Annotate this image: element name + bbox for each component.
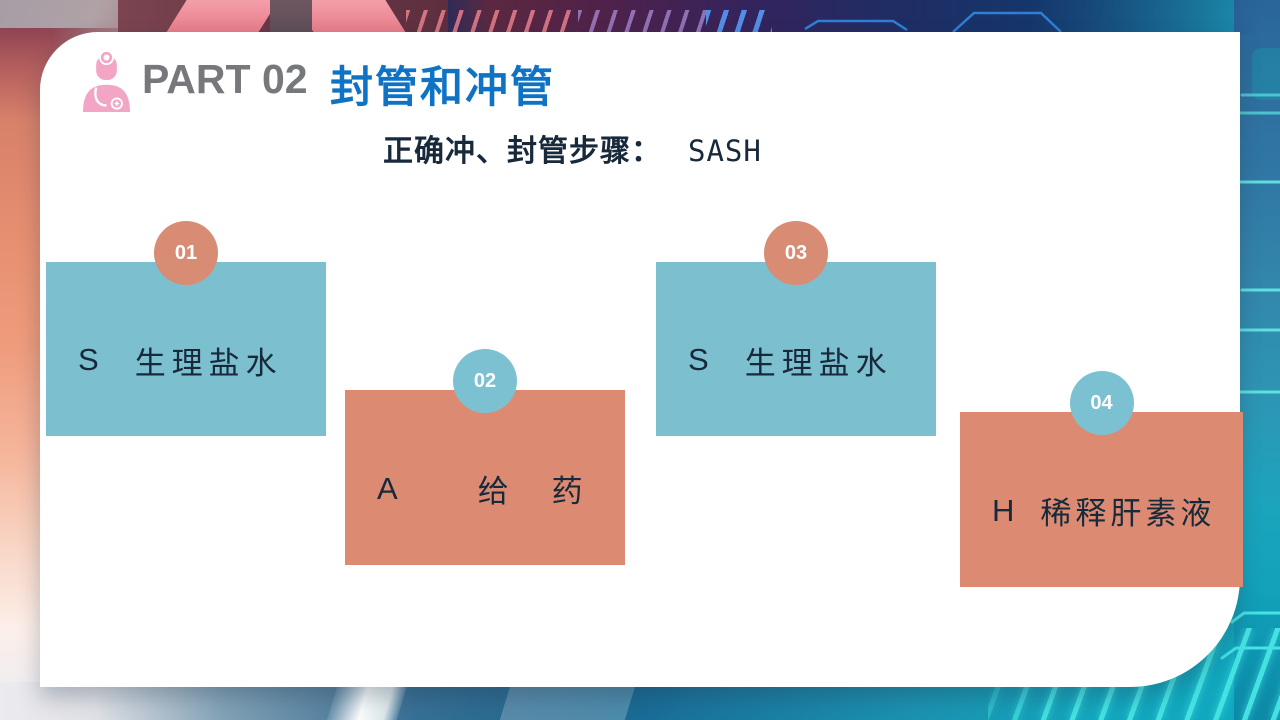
step-letter: A	[377, 470, 398, 506]
doctor-icon	[78, 50, 135, 117]
step-badge-4: 04	[1069, 371, 1134, 435]
step-number: 02	[473, 369, 497, 392]
step-number: 04	[1090, 391, 1113, 414]
step-box-4: 04 H 稀释肝素液	[960, 371, 1243, 587]
bg-hash-blue	[706, 10, 772, 32]
step-badge-2: 02	[453, 349, 517, 413]
step-letter: S	[688, 342, 709, 377]
bg-hash-pink	[406, 10, 578, 32]
step-badge-1: 01	[154, 221, 218, 285]
subtitle: 正确冲、封管步骤： SASH	[383, 126, 762, 170]
bg-dark-column	[270, 0, 312, 36]
step-badge-3: 03	[764, 221, 828, 285]
subtitle-label: 正确冲、封管步骤：	[383, 135, 662, 168]
step-label: 生理盐水	[134, 345, 283, 381]
step-number: 03	[784, 241, 808, 264]
step-box-3: 03 S 生理盐水	[656, 221, 936, 436]
step-letter: S	[78, 342, 99, 377]
step-letter: H	[992, 492, 1015, 528]
step-box-2: 02 A 给 药	[345, 349, 625, 565]
bg-right-strip	[1234, 0, 1280, 720]
subtitle-value: SASH	[688, 134, 762, 168]
bg-hash-purple	[578, 10, 706, 32]
step-label: 生理盐水	[744, 345, 893, 381]
step-label: 给 药	[477, 474, 589, 509]
slide-title: 封管和冲管	[330, 64, 555, 112]
part-label: PART 02	[142, 56, 308, 102]
step-box-1: 01 S 生理盐水	[46, 221, 326, 436]
step-label: 稀释肝素液	[1040, 496, 1216, 531]
step-number: 01	[174, 241, 198, 264]
